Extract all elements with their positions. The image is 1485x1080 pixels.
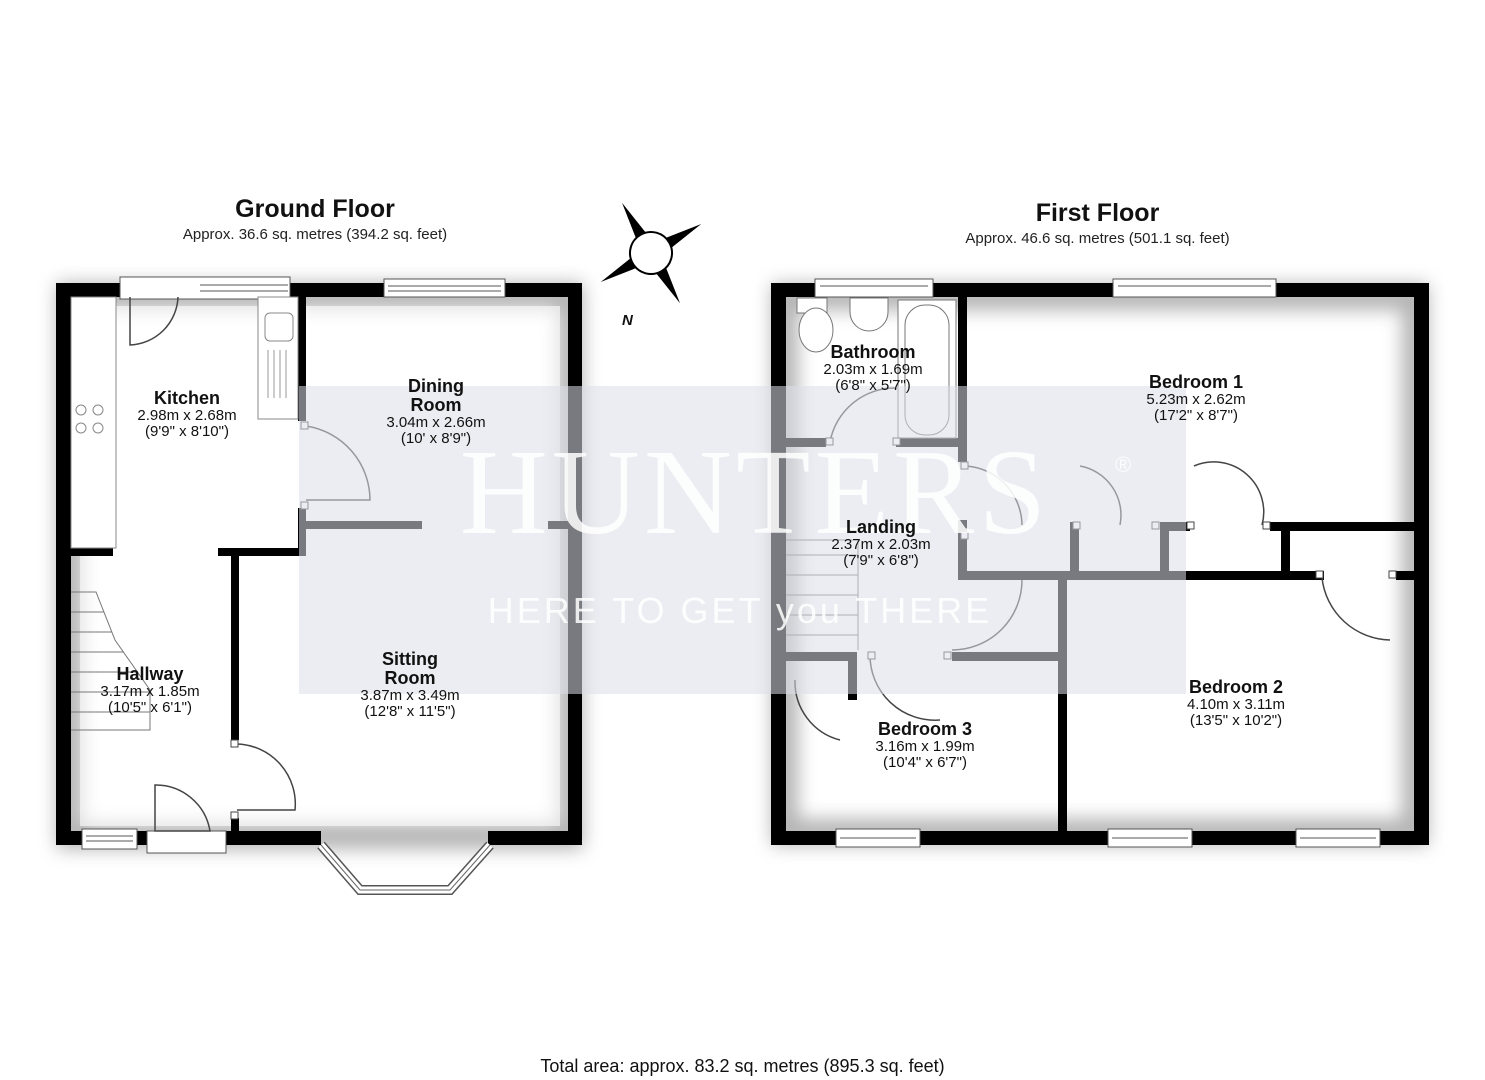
room-dining-room: Dining Room 3.04m x 2.66m (10' x 8'9") <box>386 376 486 447</box>
room-bedroom-2: Bedroom 2 4.10m x 3.11m (13'5" x 10'2") <box>1186 677 1286 729</box>
compass-rose-icon <box>600 202 702 304</box>
total-area: Total area: approx. 83.2 sq. metres (895… <box>540 1056 945 1076</box>
room-bedroom-3: Bedroom 3 3.16m x 1.99m (10'4" x 6'7") <box>875 719 975 771</box>
room-hallway: Hallway 3.17m x 1.85m (10'5" x 6'1") <box>100 664 200 716</box>
first-floor-area: Approx. 46.6 sq. metres (501.1 sq. feet) <box>965 230 1230 247</box>
room-sitting-room: Sitting Room 3.87m x 3.49m (12'8" x 11'5… <box>360 649 460 720</box>
room-bedroom-1: Bedroom 1 5.23m x 2.62m (17'2" x 8'7") <box>1146 372 1246 424</box>
room-landing: Landing 2.37m x 2.03m (7'9" x 6'8") <box>831 517 931 569</box>
room-bathroom: Bathroom 2.03m x 1.69m (6'8" x 5'7") <box>823 342 923 394</box>
first-floor-title: First Floor <box>1035 199 1160 227</box>
watermark-registered-mark: ® <box>1115 452 1132 477</box>
watermark-band <box>299 386 1186 694</box>
ground-floor-title: Ground Floor <box>235 195 395 223</box>
compass-north-label: N <box>622 312 633 329</box>
ground-floor-area: Approx. 36.6 sq. metres (394.2 sq. feet) <box>182 226 448 243</box>
room-kitchen: Kitchen 2.98m x 2.68m (9'9" x 8'10") <box>137 388 237 440</box>
